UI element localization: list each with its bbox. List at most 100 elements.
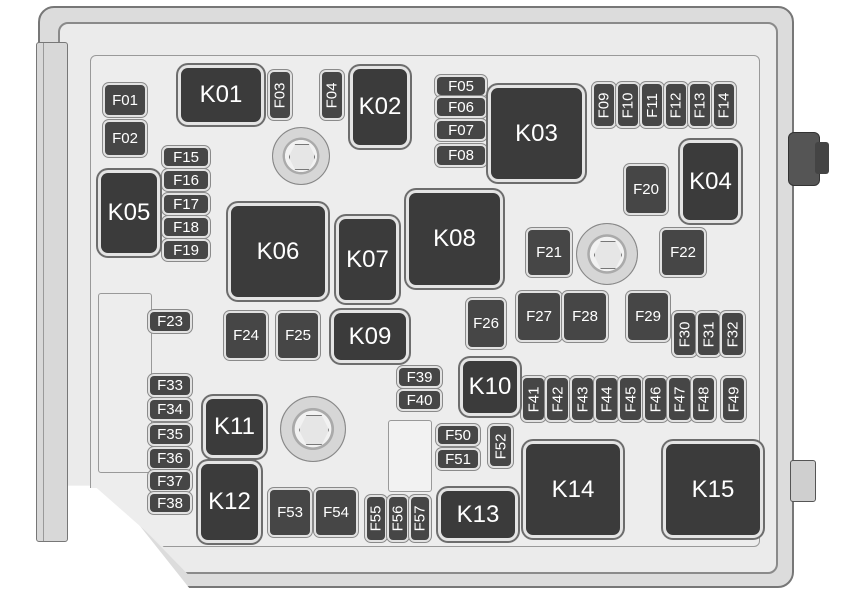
fuse-label: F53	[277, 504, 303, 521]
fuse-f55: F55	[367, 497, 385, 540]
fuse-f08: F08	[437, 146, 485, 165]
fuse-label: F47	[671, 386, 689, 412]
relay-label: K12	[208, 488, 251, 515]
fuse-label: F40	[406, 391, 433, 409]
fuse-f21: F21	[528, 230, 570, 275]
fuse-label: F42	[549, 386, 567, 412]
fuse-f36: F36	[150, 449, 190, 468]
fuse-f34: F34	[150, 400, 190, 419]
relay-k04: K04	[683, 143, 738, 220]
fuse-label: F05	[448, 77, 474, 95]
relay-k05: K05	[101, 173, 157, 253]
fuse-f42: F42	[547, 378, 568, 420]
relay-label: K01	[199, 81, 243, 108]
fuse-label: F29	[635, 308, 661, 325]
fuse-label: F16	[173, 171, 199, 189]
fuse-f52: F52	[490, 426, 511, 466]
fuse-label: F54	[323, 504, 349, 521]
fuse-f45: F45	[620, 378, 641, 420]
fuse-f06: F06	[437, 98, 485, 116]
relay-label: K02	[358, 93, 402, 120]
fuse-label: F21	[536, 244, 562, 261]
fuse-label: F14	[715, 92, 733, 118]
fuse-f33: F33	[150, 376, 190, 395]
fuse-label: F23	[157, 313, 183, 330]
fuse-f50: F50	[438, 426, 478, 444]
relay-label: K06	[256, 237, 300, 265]
fuse-label: F07	[448, 121, 474, 139]
fuse-f25: F25	[278, 313, 318, 358]
fuse-label: F32	[724, 321, 742, 347]
relay-label: K07	[346, 245, 389, 273]
relay-label: K10	[468, 373, 512, 400]
fuse-label: F28	[572, 308, 598, 325]
fuse-f57: F57	[411, 497, 429, 540]
relay-k13: K13	[441, 491, 515, 538]
fuse-label: F11	[643, 92, 661, 118]
fuse-puller	[388, 420, 432, 492]
fuse-f38: F38	[150, 494, 190, 512]
fuse-f05: F05	[437, 77, 485, 95]
fuse-f32: F32	[722, 313, 743, 355]
relay-k11: K11	[206, 399, 263, 455]
relay-label: K11	[214, 413, 255, 440]
spare-fuse-holder	[98, 293, 152, 473]
relay-k06: K06	[231, 206, 325, 297]
fuse-label: F48	[695, 386, 713, 412]
fuse-f24: F24	[226, 313, 266, 358]
fuse-label: F35	[157, 426, 183, 443]
fuse-label: F30	[676, 321, 694, 347]
fuse-label: F39	[406, 368, 433, 386]
relay-label: K08	[433, 225, 476, 252]
relay-label: K05	[107, 199, 151, 226]
fuse-f15: F15	[164, 148, 208, 166]
fuse-label: F43	[574, 386, 592, 412]
fuse-f53: F53	[270, 490, 310, 535]
bolt-icon	[280, 396, 346, 462]
relay-k07: K07	[339, 219, 396, 300]
relay-k03: K03	[491, 88, 582, 179]
fuse-label: F20	[633, 181, 659, 198]
bolt-icon	[272, 127, 330, 185]
fuse-f44: F44	[596, 378, 617, 420]
fuse-f47: F47	[669, 378, 690, 420]
fuse-label: F06	[448, 98, 474, 116]
relay-k15: K15	[666, 444, 760, 535]
fuse-label: F12	[667, 92, 685, 118]
fuse-f09: F09	[594, 84, 614, 126]
fuse-label: F38	[157, 494, 183, 512]
fuse-label: F44	[598, 386, 616, 412]
relay-label: K15	[691, 475, 735, 503]
mounting-knob-cap	[815, 142, 829, 174]
side-clip	[790, 460, 816, 502]
fuse-f13: F13	[690, 84, 710, 126]
fuse-label: F46	[647, 386, 665, 412]
fuse-label: F57	[411, 505, 429, 532]
fuse-label: F15	[173, 148, 199, 166]
fuse-f27: F27	[518, 293, 560, 340]
fuse-f10: F10	[618, 84, 638, 126]
fuse-label: F34	[157, 401, 183, 418]
fuse-f28: F28	[564, 293, 606, 340]
relay-k01: K01	[181, 68, 261, 122]
fuse-label: F19	[173, 241, 199, 259]
fuse-f20: F20	[626, 166, 666, 213]
fuse-f29: F29	[628, 293, 668, 340]
fuse-label: F31	[700, 321, 718, 347]
fuse-f17: F17	[164, 195, 208, 213]
fuse-f19: F19	[164, 241, 208, 259]
fuse-f35: F35	[150, 425, 190, 444]
fuse-f40: F40	[399, 391, 440, 409]
fuse-label: F37	[157, 472, 183, 490]
fuse-label: F51	[445, 450, 471, 468]
fuse-f51: F51	[438, 450, 478, 468]
fuse-f07: F07	[437, 121, 485, 139]
fuse-label: F08	[448, 147, 474, 164]
fuse-label: F13	[691, 92, 709, 118]
fuse-f26: F26	[468, 300, 504, 347]
fuse-f01: F01	[105, 85, 145, 115]
relay-k14: K14	[526, 444, 620, 535]
fuse-f04: F04	[322, 72, 342, 118]
fuse-label: F04	[323, 82, 341, 108]
fuse-f22: F22	[662, 230, 704, 275]
